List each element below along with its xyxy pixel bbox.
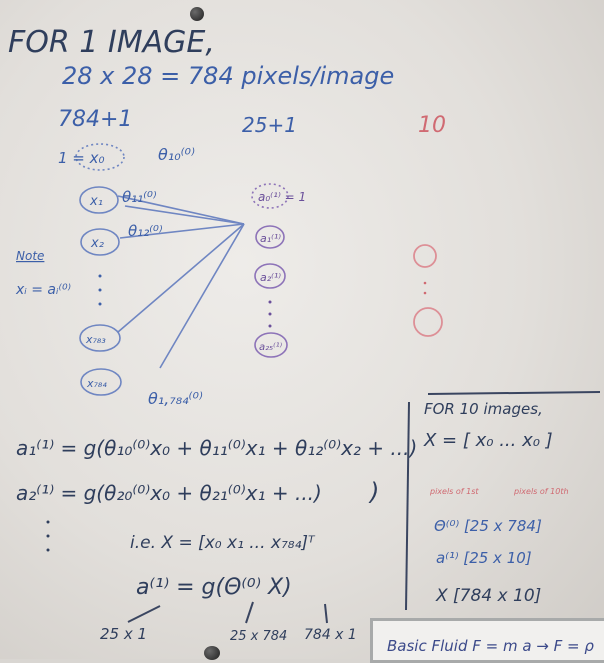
title-line: FOR 1 IMAGE, — [8, 25, 215, 60]
ten-images-col-left: pixels of 1st — [429, 487, 479, 496]
hidden-node-a1: a₁⁽¹⁾ — [255, 225, 285, 249]
vector-equation: a⁽¹⁾ = g(Θ⁽⁰⁾ X) — [136, 575, 292, 600]
output-layer-size: 10 — [418, 113, 446, 138]
hidden-vertical-dots — [268, 300, 272, 328]
equation-close-paren: ) — [368, 478, 379, 506]
equation-a2: a₂⁽¹⁾ = g(θ₂₀⁽⁰⁾x₀ + θ₂₁⁽⁰⁾x₁ + ...) — [16, 481, 322, 505]
hidden-node-bias: a₀⁽¹⁾ = 1 — [251, 183, 306, 209]
input-node-bias: 1 = x₀ — [58, 143, 125, 171]
input-node-x783-label: x₇₈₃ — [85, 333, 106, 346]
hidden-node-a2-label: a₂⁽¹⁾ — [260, 271, 281, 284]
equation-vertical-dots — [46, 520, 50, 552]
ten-images-dim-theta: Θ⁽⁰⁾ [25 x 784] — [434, 517, 542, 535]
pixels-line: 28 x 28 = 784 pixels/image — [62, 62, 394, 90]
output-nodes — [413, 244, 443, 337]
input-node-x784-label: x₇₈₄ — [86, 377, 107, 390]
ten-images-dim-a: a⁽¹⁾ [25 x 10] — [436, 549, 532, 567]
hidden-node-a25-label: a₂₅⁽¹⁾ — [259, 342, 283, 353]
ten-images-box — [405, 391, 601, 611]
weight-theta-11: θ₁₁⁽⁰⁾ — [122, 188, 157, 206]
hidden-layer-size: 25+1 — [242, 113, 297, 137]
input-node-x784: x₇₈₄ — [80, 368, 122, 396]
overlapping-sign-text: Basic Fluid F = m a → F = ρ — [387, 637, 594, 655]
weight-theta-1-784: θ₁,₇₈₄⁽⁰⁾ — [148, 389, 203, 408]
note-label: Note — [16, 249, 44, 263]
input-layer-size: 784+1 — [58, 107, 132, 132]
weight-edges — [117, 195, 245, 369]
input-node-x2: x₂ — [80, 228, 120, 256]
weight-theta-10: θ₁₀⁽⁰⁾ — [158, 145, 195, 164]
input-vertical-dots — [98, 274, 102, 306]
weight-theta-12: θ₁₂⁽⁰⁾ — [128, 222, 163, 240]
input-node-x1: x₁ — [79, 186, 119, 214]
magnet-top — [190, 7, 204, 21]
dimension-arrows — [127, 601, 328, 624]
hidden-node-a25: a₂₅⁽¹⁾ — [254, 332, 288, 358]
input-node-x1-label: x₁ — [89, 194, 103, 209]
magnet-bottom — [204, 646, 220, 660]
dim-x: 784 x 1 — [304, 627, 357, 643]
ie-definition: i.e. X = [x₀ x₁ ... x₇₈₄]ᵀ — [130, 533, 316, 553]
ten-images-title: FOR 10 images, — [424, 400, 543, 418]
ten-images-matrix: X = [ x₀ ... x₀ ] — [423, 430, 553, 451]
ten-images-dim-x: X [784 x 10] — [435, 586, 541, 606]
input-node-x783: x₇₈₃ — [79, 324, 121, 352]
hidden-node-a2: a₂⁽¹⁾ — [254, 263, 286, 289]
dim-a: 25 x 1 — [100, 625, 147, 643]
ten-images-col-right: pixels of 10th — [513, 487, 569, 496]
overlapping-sign: Basic Fluid F = m a → F = ρ — [370, 618, 604, 663]
input-node-bias-label: 1 = x₀ — [58, 149, 105, 167]
dim-theta: 25 x 784 — [230, 629, 287, 644]
hidden-node-bias-label: a₀⁽¹⁾ = 1 — [258, 190, 306, 204]
note-text: xᵢ = aᵢ⁽⁰⁾ — [15, 282, 71, 298]
equation-a1: a₁⁽¹⁾ = g(θ₁₀⁽⁰⁾x₀ + θ₁₁⁽⁰⁾x₁ + θ₁₂⁽⁰⁾x₂… — [16, 436, 417, 460]
hidden-node-a1-label: a₁⁽¹⁾ — [260, 232, 281, 245]
input-node-x2-label: x₂ — [90, 236, 104, 251]
